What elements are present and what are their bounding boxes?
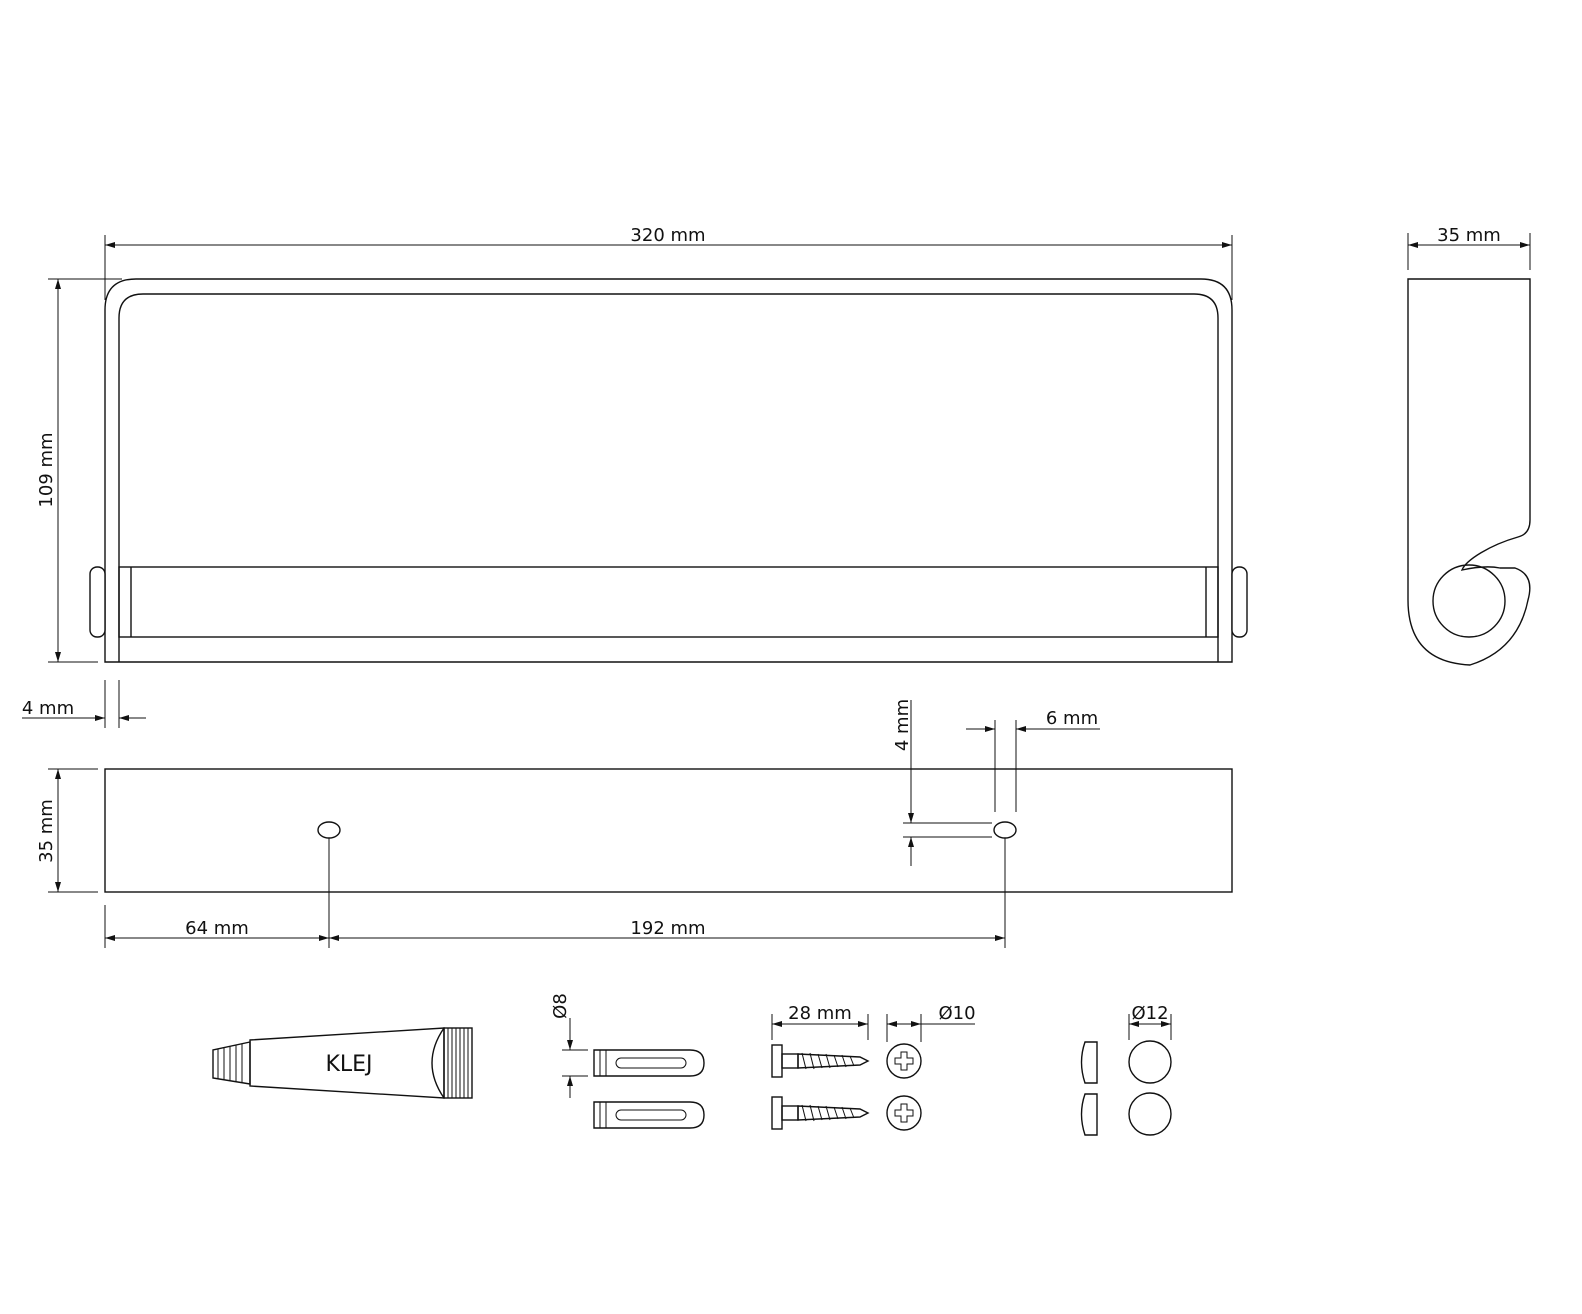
dim-overall-height-label: 109 mm (36, 432, 57, 507)
dim-screw-head-diameter-label: Ø10 (938, 1003, 975, 1024)
dim-plate-height: 35 mm (36, 768, 98, 893)
dim-dowel-diameter-label: Ø8 (550, 993, 571, 1019)
cap-front (1128, 1092, 1172, 1136)
dim-hole-spacing-label: 192 mm (630, 918, 705, 939)
dim-overall-width: 320 mm (104, 225, 1233, 300)
dim-slot-width: 6 mm (966, 708, 1100, 812)
dim-cap-diameter: Ø12 (1128, 1003, 1172, 1040)
dim-slot-width-label: 6 mm (1046, 708, 1098, 729)
front-view-holder (89, 278, 1248, 663)
screw (771, 1044, 870, 1078)
dim-screw-head-diameter: Ø10 (886, 1003, 976, 1042)
wall-dowel (593, 1101, 705, 1129)
glue-tube: KLEJ (212, 1027, 473, 1099)
dim-cap-diameter-label: Ø12 (1131, 1003, 1168, 1024)
dim-side-depth-label: 35 mm (1437, 225, 1501, 246)
dim-slot-height: 4 mm (892, 699, 992, 866)
dim-plate-height-label: 35 mm (36, 799, 57, 863)
screw-head (886, 1095, 922, 1131)
dim-side-depth: 35 mm (1407, 225, 1531, 270)
dim-hole-positions: 64 mm 192 mm (104, 838, 1006, 948)
screw (771, 1096, 870, 1130)
dim-slot-height-label: 4 mm (892, 699, 913, 751)
glue-label: KLEJ (325, 1052, 372, 1077)
dim-overall-width-label: 320 mm (630, 225, 705, 246)
dim-screw-length: 28 mm (771, 1003, 869, 1040)
mounting-hole-left (317, 821, 341, 839)
cap-side (1080, 1093, 1098, 1136)
mounting-plate (104, 768, 1233, 893)
dim-screw-length-label: 28 mm (788, 1003, 852, 1024)
dim-rod-thickness-label: 4 mm (22, 698, 74, 719)
dim-overall-height: 109 mm (36, 278, 122, 663)
mounting-hole-right (993, 821, 1017, 839)
screw-head (886, 1043, 922, 1079)
cap-side (1080, 1041, 1098, 1084)
cap-front (1128, 1040, 1172, 1084)
dim-rod-thickness: 4 mm (22, 680, 146, 728)
dim-hole-offset-label: 64 mm (185, 918, 249, 939)
side-view-holder (1407, 278, 1531, 666)
wall-dowel (593, 1049, 705, 1077)
dim-dowel-diameter: Ø8 (550, 993, 588, 1098)
